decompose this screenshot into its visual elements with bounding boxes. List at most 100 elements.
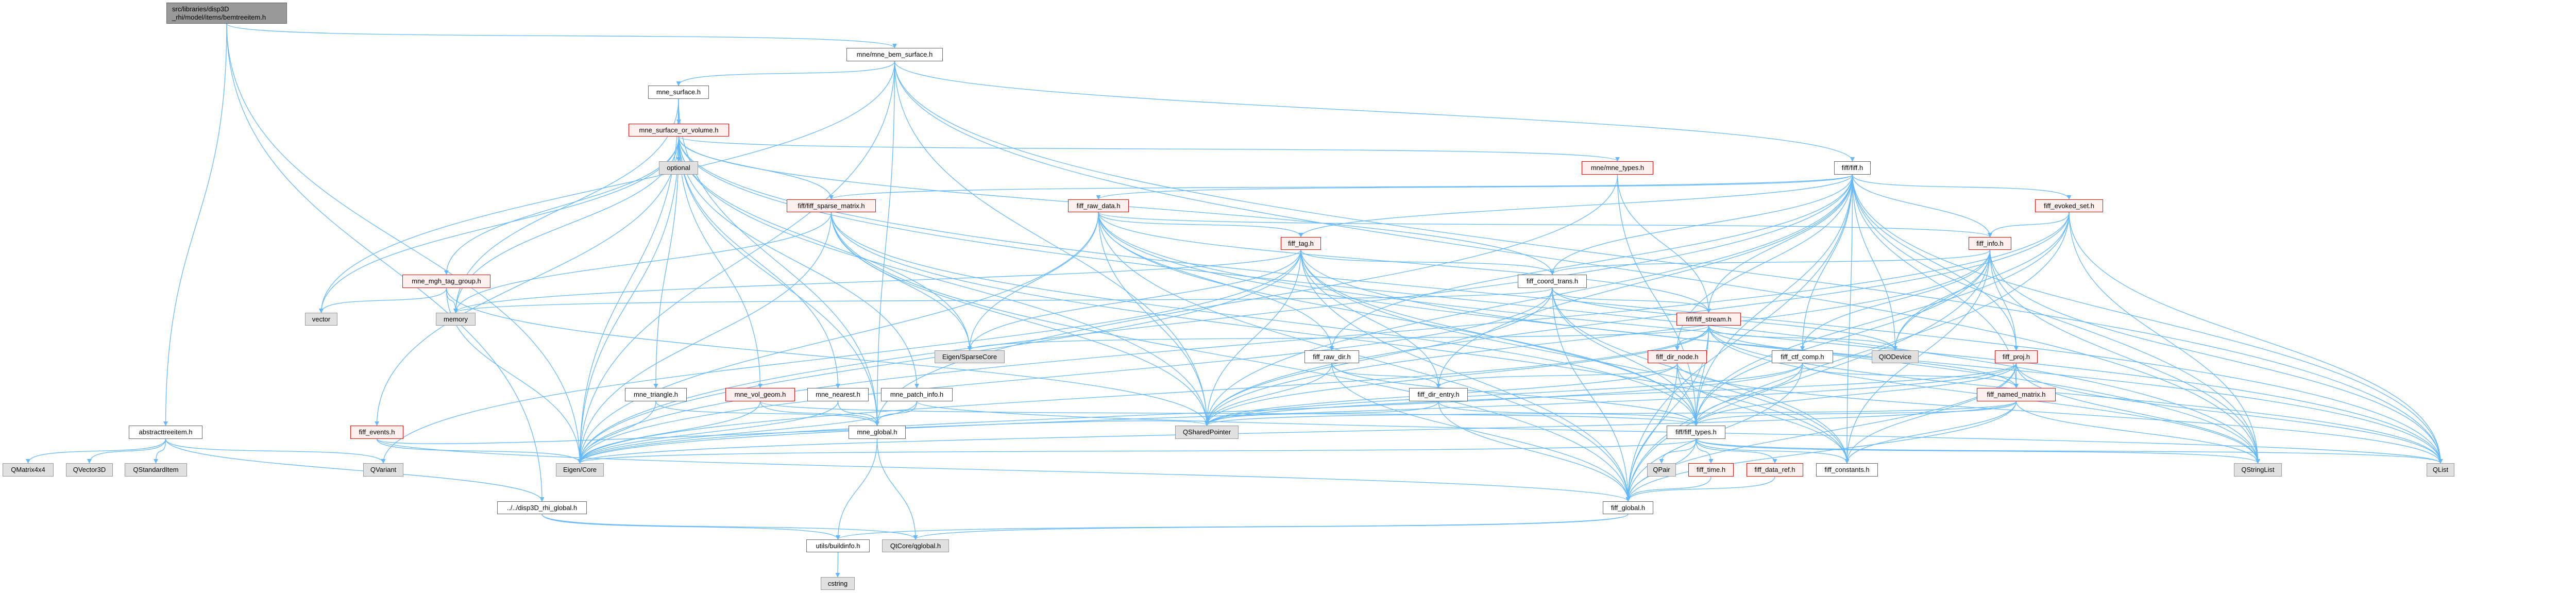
node-fiff-named-matrix[interactable]: fiff_named_matrix.h: [1977, 388, 2056, 401]
node-fiff-stream[interactable]: fiff/fiff_stream.h: [1676, 313, 1741, 326]
edge-fiff_proj-to-qstringlist: [2015, 363, 2261, 464]
edge-mne_bem_surface-to-vector: [318, 61, 895, 313]
node-qstringlist[interactable]: QStringList: [2234, 463, 2282, 477]
node-fiff-time[interactable]: fiff_time.h: [1688, 463, 1734, 477]
node-mne-vol-geom[interactable]: mne_vol_geom.h: [725, 388, 795, 401]
edge-fiff_coord_trans-to-eigen_core: [578, 287, 1553, 464]
edge-fiff_raw_data-to-fiff_global: [1098, 212, 1631, 502]
edge-fiff_stream-to-fiff_types: [1693, 325, 1709, 426]
edge-mgh_tag_group-to-vector: [318, 287, 447, 313]
node-qmatrix4x4[interactable]: QMatrix4x4: [3, 463, 54, 477]
edge-fiff_dir_entry-to-fiff_types: [1438, 401, 1699, 426]
edge-fiff_ctf_comp-to-eigen_core: [578, 363, 1803, 464]
node-fiff-events[interactable]: fiff_events.h: [350, 426, 403, 439]
node-fiff-ctf-comp[interactable]: fiff_ctf_comp.h: [1772, 350, 1833, 363]
edge-mne_surface_or_volume-to-qsharedpointer: [678, 136, 1210, 426]
node-fiff-types[interactable]: fiff/fiff_types.h: [1667, 426, 1725, 439]
node-mne-patch-info[interactable]: mne_patch_info.h: [881, 388, 953, 401]
edge-fiff_tag-to-fiff_constants: [1300, 249, 1850, 464]
edge-disp3d_global-to-buildinfo: [541, 514, 840, 540]
edge-fiff_dir_node-to-fiff_constants: [1676, 363, 1850, 464]
edge-mgh_tag_group-to-qsharedpointer: [446, 287, 1209, 426]
edge-fiff_dir_node-to-fiff_global: [1625, 363, 1678, 502]
edge-mne_surface_or_volume-to-sparsecore: [678, 136, 972, 351]
node-buildinfo[interactable]: utils/buildinfo.h: [806, 539, 870, 552]
edge-fiff_evoked_set-to-fiff_global: [1625, 212, 2070, 502]
node-fiff-sparse-matrix[interactable]: fiff/fiff_sparse_matrix.h: [787, 199, 876, 212]
node-fiff-h[interactable]: fiff/fiff.h: [1834, 161, 1871, 175]
node-fiff-data-ref[interactable]: fiff_data_ref.h: [1747, 463, 1803, 477]
edge-fiff_named_matrix-to-qstringlist: [2015, 401, 2260, 464]
node-vector[interactable]: vector: [305, 313, 337, 326]
node-fiff-dir-node[interactable]: fiff_dir_node.h: [1648, 350, 1707, 363]
node-qvector3d[interactable]: QVector3D: [66, 463, 113, 477]
node-fiff-proj[interactable]: fiff_proj.h: [1995, 350, 2038, 363]
node-fiff-raw-data[interactable]: fiff_raw_data.h: [1068, 199, 1129, 212]
node-mne-surface-or-volume[interactable]: mne_surface_or_volume.h: [629, 124, 729, 137]
edge-fiff_h-to-qlist: [1852, 174, 2443, 464]
edge-mne_bem_surface-to-fiff_h: [894, 61, 1855, 162]
edge-fiff_types-to-fiff_time: [1696, 438, 1714, 464]
edge-fiff_h-to-fiff_dir_entry: [1436, 174, 1853, 388]
node-qvariant[interactable]: QVariant: [363, 463, 403, 477]
edge-fiff_info-to-qsharedpointer: [1205, 249, 1991, 426]
edge-root-to-abstracttreeitem: [163, 23, 227, 426]
edge-fiff_tag-to-memory: [453, 249, 1301, 313]
edge-fiff_info-to-fiff_proj: [1989, 249, 2019, 351]
edge-fiff_tag-to-qlist: [1300, 249, 2443, 464]
node-fiff-info[interactable]: fiff_info.h: [1969, 237, 2011, 250]
edge-fiff_evoked_set-to-qiodevice: [1892, 212, 2070, 351]
node-qlist[interactable]: QList: [2427, 463, 2454, 477]
edge-fiff_sparse_matrix-to-eigen_core: [577, 212, 832, 464]
node-eigen-core[interactable]: Eigen/Core: [556, 463, 604, 477]
node-memory[interactable]: memory: [436, 313, 476, 326]
edge-mne_triangle-to-mne_global: [655, 401, 879, 426]
node-mne-nearest[interactable]: mne_nearest.h: [807, 388, 869, 401]
edge-abstracttreeitem-to-qvector3d: [87, 438, 166, 464]
node-mne-bem-surface[interactable]: mne/mne_bem_surface.h: [846, 48, 943, 61]
edge-fiff_ctf_comp-to-qsharedpointer: [1205, 363, 1803, 426]
edge-fiff_tag-to-qsharedpointer: [1204, 249, 1301, 426]
node-fiff-coord-trans[interactable]: fiff_coord_trans.h: [1518, 275, 1587, 288]
node-qiodevice[interactable]: QIODevice: [1872, 350, 1919, 363]
edge-fiff_coord_trans-to-fiff_global: [1552, 287, 1631, 502]
edge-fiff_raw_dir-to-fiff_dir_entry: [1331, 363, 1441, 388]
node-fiff-constants[interactable]: fiff_constants.h: [1816, 463, 1878, 477]
node-mne-types[interactable]: mne/mne_types.h: [1582, 161, 1653, 175]
edge-fiff_h-to-fiff_raw_data: [1096, 174, 1853, 200]
node-abstracttreeitem[interactable]: abstracttreeitem.h: [129, 426, 202, 439]
node-optional[interactable]: optional: [659, 161, 698, 175]
node-root[interactable]: src/libraries/disp3D _rhi/model/items/be…: [166, 3, 287, 24]
edge-fiff_info-to-qlist: [1989, 249, 2443, 464]
node-fiff-evoked-set[interactable]: fiff_evoked_set.h: [2035, 199, 2103, 212]
edge-fiff_h-to-fiff_sparse_matrix: [829, 174, 1853, 200]
edge-fiff_sparse_matrix-to-fiff_global: [831, 212, 1631, 502]
edge-fiff_proj-to-eigen_core: [578, 363, 2017, 464]
edge-fiff_coord_trans-to-fiff_stream: [1552, 287, 1711, 313]
node-mne-global[interactable]: mne_global.h: [849, 426, 906, 439]
node-sparsecore[interactable]: Eigen/SparseCore: [935, 350, 1005, 363]
node-fiff-raw-dir[interactable]: fiff_raw_dir.h: [1304, 350, 1359, 363]
node-qpair[interactable]: QPair: [1647, 463, 1676, 477]
node-disp3d-global[interactable]: ../../disp3D_rhi_global.h: [497, 501, 587, 514]
edge-abstracttreeitem-to-qmatrix4x4: [26, 438, 166, 464]
node-mgh-tag-group[interactable]: mne_mgh_tag_group.h: [402, 275, 490, 288]
edge-mne_patch_info-to-mne_global: [874, 401, 918, 426]
edge-mne_patch_info-to-eigen_core: [578, 401, 918, 464]
node-fiff-tag[interactable]: fiff_tag.h: [1281, 237, 1321, 250]
node-mne-surface[interactable]: mne_surface.h: [648, 86, 709, 99]
edge-fiff_raw_dir-to-fiff_types: [1331, 363, 1699, 426]
node-mne-triangle[interactable]: mne_triangle.h: [625, 388, 687, 401]
edge-mne_bem_surface-to-qlist: [894, 61, 2443, 464]
node-qstandarditem[interactable]: QStandardItem: [125, 463, 187, 477]
node-cstring[interactable]: cstring: [821, 577, 855, 590]
edge-fiff_events-to-fiff_global: [376, 438, 1631, 502]
node-qglobal[interactable]: QtCore/qglobal.h: [882, 539, 949, 552]
node-fiff-global[interactable]: fiff_global.h: [1603, 501, 1653, 514]
node-qsharedpointer[interactable]: QSharedPointer: [1175, 426, 1239, 439]
node-fiff-dir-entry[interactable]: fiff_dir_entry.h: [1409, 388, 1468, 401]
edge-mne_surface-to-mne_global: [678, 98, 880, 426]
edge-fiff_h-to-fiff_constants: [1844, 174, 1853, 464]
